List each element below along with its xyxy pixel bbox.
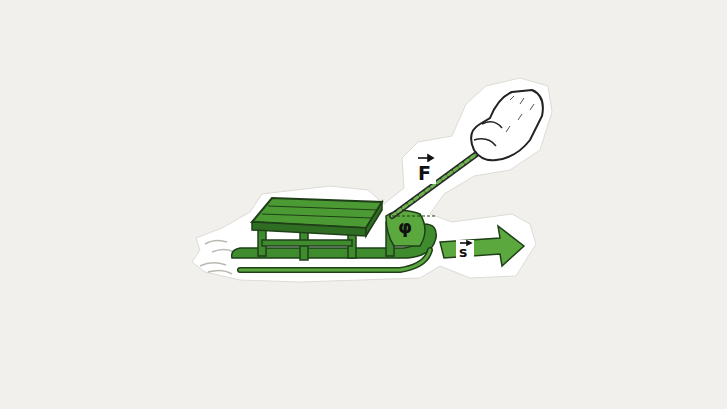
vector-marks (418, 155, 471, 245)
sled-seat (252, 198, 382, 236)
displacement-label: s (459, 245, 467, 259)
paper-cutout (192, 78, 552, 282)
angle-label: φ (398, 218, 412, 236)
rope-twist (392, 150, 482, 216)
label-patch (456, 240, 474, 258)
angle-reference (392, 215, 436, 216)
rope (392, 150, 482, 216)
displacement-arrow (440, 226, 524, 266)
snow-marks (200, 240, 234, 274)
force-label: F (418, 164, 431, 183)
label-patch (414, 162, 436, 184)
mitten-hand (471, 90, 543, 160)
